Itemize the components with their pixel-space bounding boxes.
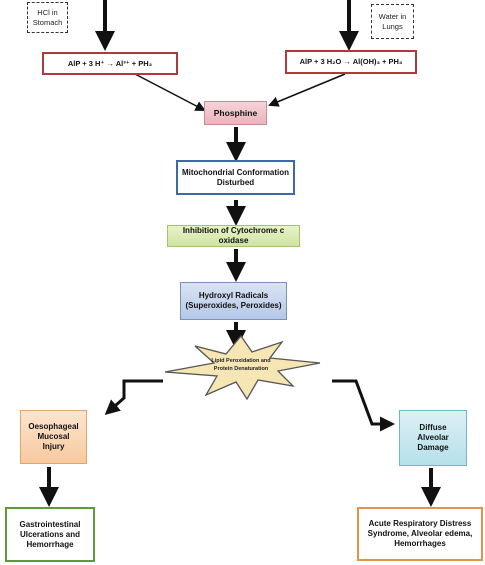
gi-ulceration-node: Gastrointestinal Ulcerations and Hemorrh… <box>5 507 95 562</box>
mitochondrial-disturbance-node: Mitochondrial Conformation Disturbed <box>176 160 295 195</box>
oesophageal-injury-node: Oesophageal Mucosal Injury <box>20 410 87 464</box>
hydroxyl-radicals-node: Hydroxyl Radicals (Superoxides, Peroxide… <box>180 282 287 320</box>
ards-node: Acute Respiratory Distress Syndrome, Alv… <box>357 507 483 561</box>
lipid-peroxidation-label: Lipid Peroxidation and Protein Denaturat… <box>211 358 271 372</box>
arrow-lipid-to-oeso <box>104 379 163 415</box>
lipid-starburst <box>164 334 321 401</box>
stomach-reaction-equation: AlP + 3 H⁺ → Al³⁺ + PH₃ <box>42 52 178 75</box>
cytochrome-inhibition-node: Inhibition of Cytochrome c oxidase <box>167 225 300 247</box>
arrow-left-eq-to-phosphine <box>134 73 206 111</box>
hcl-in-stomach-box: HCl in Stomach <box>27 2 68 33</box>
alveolar-damage-node: Diffuse Alveolar Damage <box>399 410 467 466</box>
arrow-lipid-to-alveolar <box>332 379 395 432</box>
phosphine-node: Phosphine <box>204 101 267 125</box>
water-in-lungs-box: Water in Lungs <box>371 4 414 39</box>
arrow-right-eq-to-phosphine <box>268 73 346 107</box>
lung-reaction-equation: AlP + 3 H₂O → Al(OH)₃ + PH₃ <box>285 50 417 74</box>
